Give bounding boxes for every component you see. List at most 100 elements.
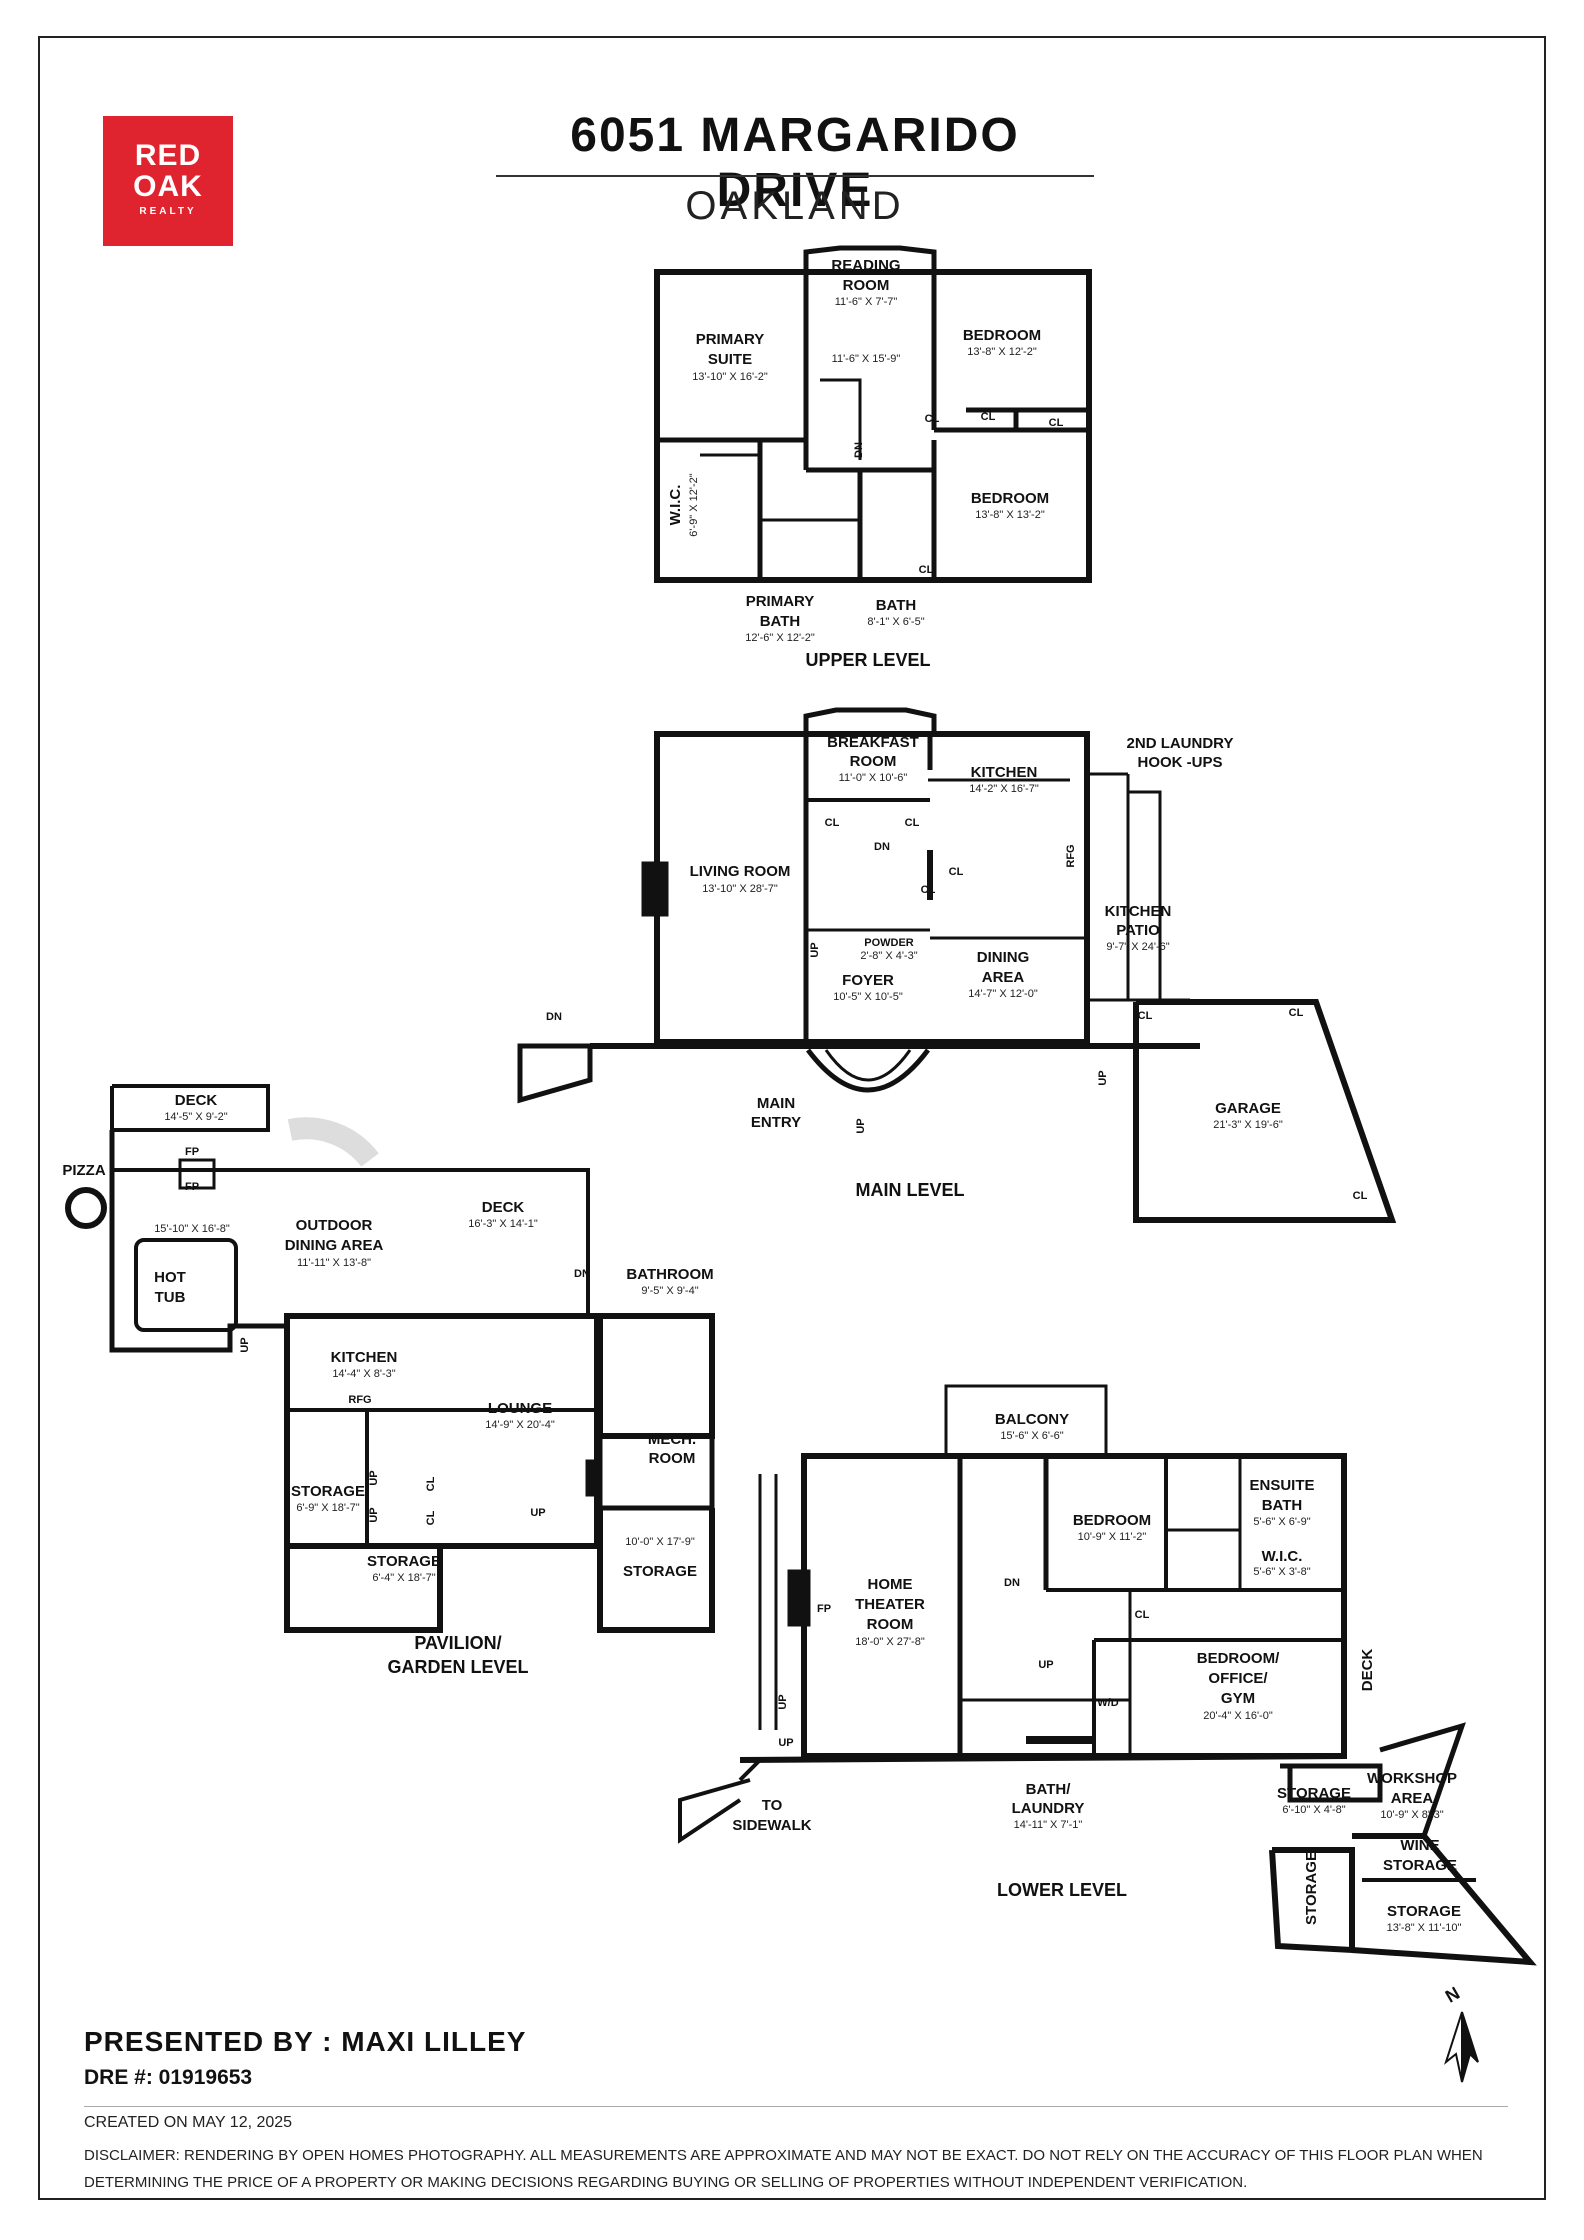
stairs-up-tag: UP [530, 1507, 545, 1519]
walls-layer [65, 245, 1537, 1966]
bath-laundry-dim: 14'-11" X 7'-1" [1014, 1819, 1083, 1831]
closet-tag: CL [1353, 1190, 1368, 1202]
fridge-tag: RFG [348, 1394, 371, 1406]
breakfast-room-label: BREAKFAST [827, 734, 919, 751]
theater-label-3: ROOM [867, 1616, 914, 1633]
upper-bedroom-1-dim: 13'-8" X 12'-2" [967, 346, 1037, 358]
main-entry-label: MAIN [757, 1095, 795, 1112]
office-dim: 20'-4" X 16'-0" [1203, 1710, 1273, 1722]
dining-area-label: DINING [977, 949, 1030, 966]
lower-bedroom-dim: 10'-9" X 11'-2" [1078, 1531, 1147, 1543]
foyer-label: FOYER [842, 972, 894, 989]
office-label: BEDROOM/ [1197, 1650, 1280, 1667]
fridge-tag: RFG [1065, 844, 1077, 867]
wall [1280, 1763, 1383, 1803]
primary-suite-dim: 13'-10" X 16'-2" [692, 371, 768, 383]
wall [678, 1778, 751, 1844]
wall [1133, 999, 1397, 1223]
fireplace-tag: FP [651, 881, 663, 895]
mech-room-label: MECH. [648, 1431, 696, 1448]
wall [65, 1187, 107, 1229]
primary-suite-label-2: SUITE [708, 351, 752, 368]
washer-dryer-tag: W/D [1097, 1697, 1118, 1709]
wic-label: W.I.C. [667, 485, 684, 526]
upper-bedroom-2-label: BEDROOM [971, 490, 1049, 507]
stairs-down-tag: DN [853, 442, 865, 458]
kitchen-patio-label-2: PATIO [1116, 922, 1160, 939]
pavilion-level-title: PAVILION/ [414, 1633, 501, 1653]
pavilion-kitchen-label: KITCHEN [331, 1349, 398, 1366]
pavilion-storage-2-dim: 6'-4" X 18'-7" [372, 1572, 435, 1584]
foyer-dim: 10'-5" X 10'-5" [833, 991, 903, 1003]
pavilion-storage-3-label: STORAGE [623, 1563, 697, 1580]
stairs-up-tag: UP [1097, 1070, 1109, 1085]
lounge-label: LOUNGE [488, 1400, 552, 1417]
upper-bedroom-2-dim: 13'-8" X 13'-2" [975, 509, 1045, 521]
title-divider [496, 175, 1094, 177]
pavilion-storage-3-dim: 10'-0" X 17'-9" [625, 1536, 695, 1548]
wall [597, 1508, 715, 1633]
workshop-label: WORKSHOP [1367, 1770, 1457, 1787]
wall [134, 1238, 238, 1332]
pavilion-deck-2-dim: 16'-3" X 14'-1" [468, 1218, 538, 1230]
outdoor-dining-label: OUTDOOR [296, 1217, 373, 1234]
upper-bath-label: BATH [876, 597, 917, 614]
breakfast-room-dim: 11'-0" X 10'-6" [839, 772, 908, 784]
wall [738, 1758, 762, 1782]
closet-tag: CL [825, 817, 840, 829]
wic-dim: 6'-9" X 12'-2" [688, 473, 700, 536]
stairs-up-tag: UP [1038, 1659, 1053, 1671]
garage-dim: 21'-3" X 19'-6" [1213, 1119, 1283, 1131]
kitchen-patio-dim: 9'-7" X 24'-6" [1106, 941, 1169, 953]
wall [824, 1049, 912, 1082]
stairs-up-tag: UP [239, 1337, 251, 1352]
wine-storage-label-2: STORAGE [1383, 1857, 1457, 1874]
main-kitchen-label: KITCHEN [971, 764, 1038, 781]
closet-tag: CL [949, 866, 964, 878]
wall [534, 1000, 660, 1049]
primary-suite-label: PRIMARY [696, 331, 765, 348]
primary-bath-label: PRIMARY [746, 593, 815, 610]
primary-bath-label-2: BATH [760, 613, 801, 630]
wall [1351, 1833, 1537, 1966]
balcony-label: BALCONY [995, 1411, 1069, 1428]
lower-level-title: LOWER LEVEL [997, 1880, 1127, 1900]
upper-bath-dim: 8'-1" X 6'-5" [867, 616, 924, 628]
page-frame [38, 36, 1546, 2200]
workshop-label-2: AREA [1391, 1790, 1434, 1807]
living-room-label: LIVING ROOM [690, 863, 791, 880]
pavilion-kitchen-dim: 14'-4" X 8'-3" [332, 1368, 395, 1380]
stairs-up-tag: UP [368, 1470, 380, 1485]
upper-level-labels: READING ROOM 11'-6" X 7'-7" 11'-6" X 15'… [667, 257, 1064, 670]
fireplace-tag: FP [817, 1603, 831, 1615]
lower-storage-1-dim: 6'-10" X 4'-8" [1282, 1804, 1345, 1816]
bath-laundry-label-2: LAUNDRY [1012, 1800, 1085, 1817]
stairs-down-tag: DN [874, 841, 890, 853]
garage-label: GARAGE [1215, 1100, 1281, 1117]
pavilion-storage-1-label: STORAGE [291, 1483, 365, 1500]
presented-by: PRESENTED BY : MAXI LILLEY [84, 2026, 527, 2057]
property-address: 6051 MARGARIDO DRIVE [570, 109, 1020, 217]
outdoor-dining-label-2: DINING AREA [285, 1237, 384, 1254]
theater-dim: 18'-0" X 27'-8" [855, 1636, 925, 1648]
living-room-dim: 13'-10" X 28'-7" [702, 883, 778, 895]
pavilion-storage-2-label: STORAGE [367, 1553, 441, 1570]
lower-storage-1-label: STORAGE [1277, 1785, 1351, 1802]
main-entry-label-2: ENTRY [751, 1114, 801, 1131]
sidewalk-label: TO [762, 1797, 783, 1814]
reading-room-dim: 11'-6" X 7'-7" [835, 296, 898, 308]
closet-tag: CL [981, 411, 996, 423]
mech-room-label-2: ROOM [649, 1450, 696, 1467]
stairs-down-tag: DN [1004, 1577, 1020, 1589]
main-level-title: MAIN LEVEL [855, 1180, 964, 1200]
laundry-hookup-note-2: HOOK -UPS [1137, 754, 1222, 771]
lower-storage-vertical-label: STORAGE [1303, 1851, 1320, 1925]
office-label-3: GYM [1221, 1690, 1255, 1707]
fireplace-tag: FP [185, 1146, 199, 1158]
reading-room-label-2: ROOM [843, 277, 890, 294]
upper-bedroom-1-label: BEDROOM [963, 327, 1041, 344]
closet-tag: CL [1049, 417, 1064, 429]
wall [287, 1117, 379, 1167]
lower-storage-2-dim: 13'-8" X 11'-10" [1387, 1922, 1462, 1934]
